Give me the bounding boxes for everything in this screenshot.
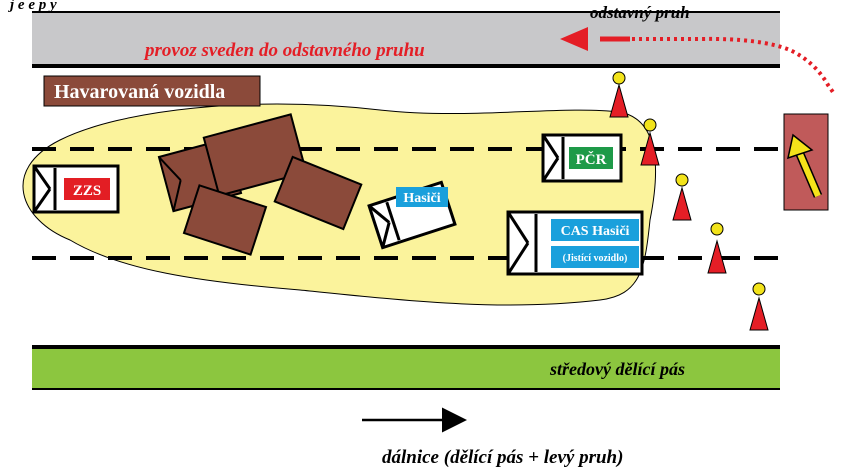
traffic-cone-3	[672, 173, 692, 221]
pcr-badge	[569, 147, 613, 169]
crashed-vehicle-3	[182, 184, 268, 256]
securing-vehicle-badge	[551, 246, 639, 268]
cas-hasici-label: CAS Hasiči	[561, 224, 630, 239]
hasici-badge	[396, 187, 448, 207]
cas-hasici-badge	[551, 219, 639, 241]
securing-vehicle-label: (Jistící vozidlo)	[563, 253, 628, 264]
traffic-cone-1	[609, 71, 629, 118]
detour-dotted-path	[632, 36, 837, 97]
pcr-label: PČR	[576, 151, 607, 168]
top-cut-text: j e e p y	[8, 0, 57, 13]
detour-label: provoz sveden do odstavného pruhu	[143, 40, 425, 61]
yellow-arrow-icon	[786, 133, 823, 198]
zzs-vehicle: ZZS	[32, 164, 120, 214]
median-label: středový dělící pás	[549, 359, 685, 379]
traffic-cone-2	[640, 118, 660, 166]
detour-arrowhead	[560, 27, 588, 51]
zzs-badge	[64, 178, 110, 200]
crashed-vehicles-label: Havarovaná vozidla	[54, 81, 225, 103]
crashed-vehicle-4	[273, 155, 363, 231]
zzs-label: ZZS	[73, 183, 101, 199]
cas-hasici-vehicle: CAS Hasiči (Jistící vozidlo)	[506, 210, 644, 276]
traffic-cone-5	[749, 282, 769, 331]
warning-vehicle	[783, 113, 829, 211]
crashed-vehicles-badge	[43, 75, 261, 107]
crashed-vehicle-2	[202, 113, 308, 197]
median-strip	[32, 347, 780, 389]
direction-caption: dálnice (dělící pás + levý pruh)	[382, 447, 623, 468]
hasici-label: Hasiči	[403, 191, 440, 206]
traffic-cone-4	[707, 222, 727, 274]
shoulder-lane-label: odstavný pruh	[590, 3, 690, 22]
pcr-vehicle: PČR	[541, 133, 623, 183]
